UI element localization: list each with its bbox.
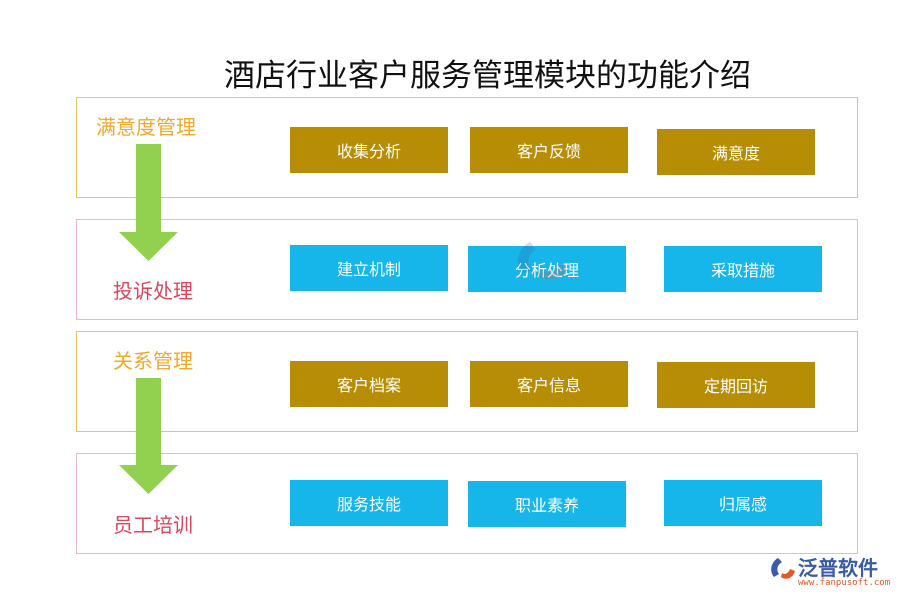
function-box-belonging: 归属感 [664,480,822,526]
brand-url: www.fanpusoft.com [798,578,891,588]
function-box-customer-info: 客户信息 [470,361,628,407]
function-box-take-measures: 采取措施 [664,246,822,292]
brand-logo-icon [771,558,795,579]
function-box-analyze-handle: 分析处理 [468,246,626,292]
function-box-customer-feedback: 客户反馈 [470,127,628,173]
page-title: 酒店行业客户服务管理模块的功能介绍 [224,58,751,94]
category-label-training: 员工培训 [113,513,193,537]
function-box-customer-archive: 客户档案 [290,361,448,407]
category-label-relationship: 关系管理 [113,349,193,373]
function-box-collect-analyze: 收集分析 [290,127,448,173]
brand-name: 泛普软件 [798,556,878,580]
category-label-complaint: 投诉处理 [113,279,193,303]
down-arrow-icon [119,378,178,494]
function-box-satisfaction: 满意度 [657,129,815,175]
function-box-build-mechanism: 建立机制 [290,245,448,291]
brand-logo: 泛普软件 www.fanpusoft.com [768,554,892,594]
function-box-professional-quality: 职业素养 [468,481,626,527]
watermark-logo-icon [517,242,568,280]
down-arrow-icon [119,144,178,261]
function-box-regular-visit: 定期回访 [657,362,815,408]
category-label-satisfaction: 满意度管理 [96,115,196,139]
function-box-service-skills: 服务技能 [290,480,448,526]
